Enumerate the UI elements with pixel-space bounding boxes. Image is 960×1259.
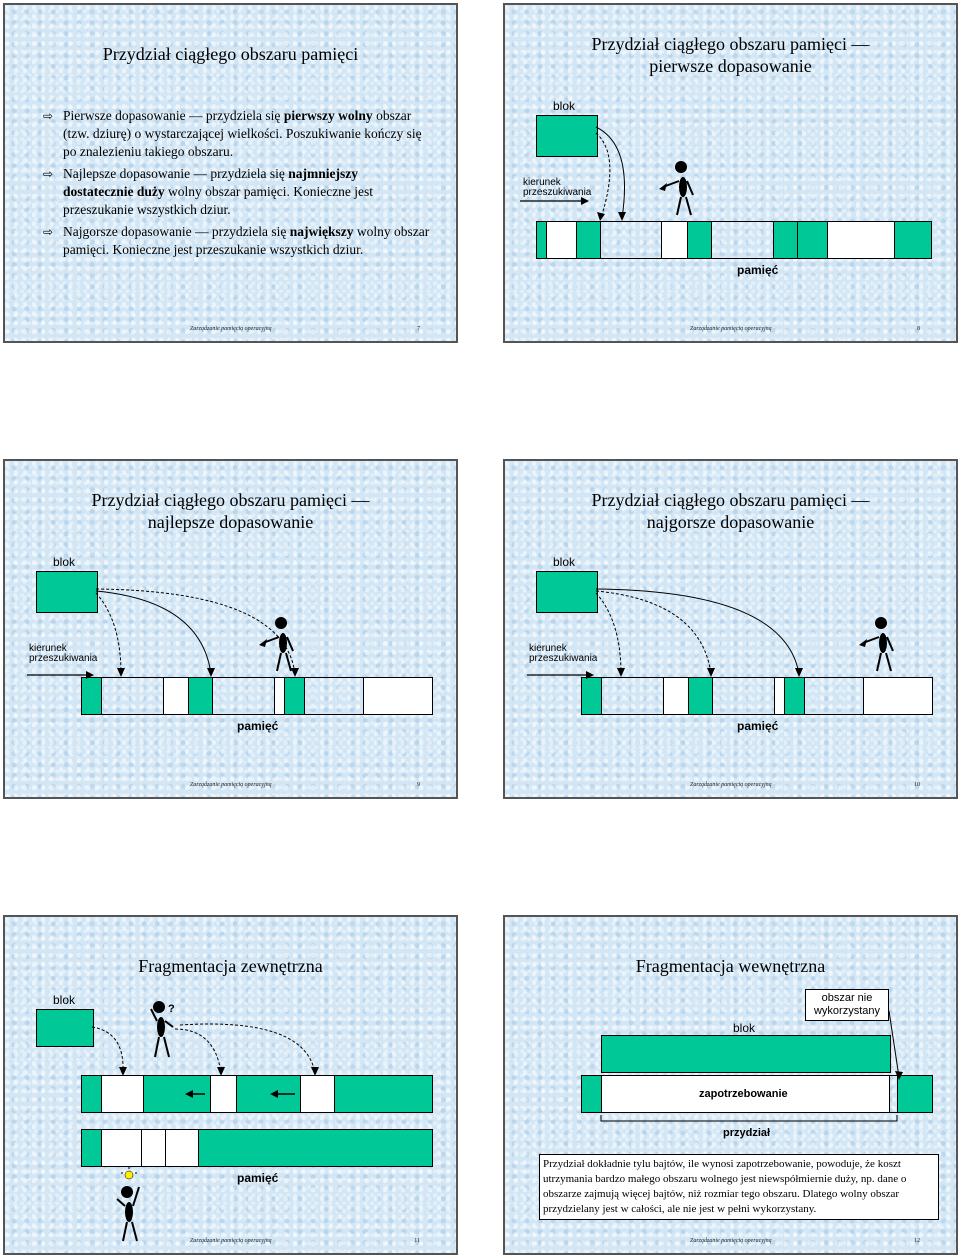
slide-footer: Zarządzanie pamięcią operacyjną [690, 782, 772, 788]
blok-box [536, 115, 598, 157]
arrows-diagram [527, 588, 894, 679]
memory-bar [581, 1075, 933, 1113]
przeszukiwania-label: przeszukiwania [529, 653, 598, 664]
przeszukiwania-label: przeszukiwania [523, 187, 592, 198]
slide-12: Fragmentacja wewnętrzna obszar nie wykor… [503, 915, 958, 1255]
blok-label: blok [553, 555, 576, 569]
bullet-text-part: największy [289, 224, 354, 239]
blok-box [536, 571, 598, 613]
page-number: 11 [414, 1238, 420, 1244]
page-number: 7 [417, 326, 420, 332]
bullet-text-part: wolny obszar pamięci. Konieczne jest prz… [63, 224, 430, 257]
bullet-text-part: Pierwsze dopasowanie — przydziela się [63, 108, 284, 123]
unused-area-label: obszar nie wykorzystany [805, 989, 889, 1021]
bullet-text-part: obszar (tzw. dziurę) o wystarczającej wi… [63, 108, 422, 159]
bullet-item: ⇨ Pierwsze dopasowanie — przydziela się p… [35, 107, 430, 161]
memory-label: pamięć [237, 719, 279, 733]
slide-11: Fragmentacja zewnętrzna blok pamięć [3, 915, 458, 1255]
slide-title-line1: Przydział ciągłego obszaru pamięci — [591, 490, 870, 510]
blok-box [601, 1035, 891, 1073]
slide-title-line2: najgorsze dopasowanie [646, 512, 815, 532]
slide-8: Przydział ciągłego obszaru pamięci — pie… [503, 3, 958, 343]
idea-stick-figure-icon [116, 1167, 140, 1242]
stick-figure-icon [259, 617, 294, 672]
zapotrzebowanie-label: zapotrzebowanie [699, 1088, 788, 1100]
page-number: 9 [417, 782, 420, 788]
question-mark: ? [168, 1003, 175, 1015]
bullet-item: ⇨Najlepsze dopasowanie — przydziela się … [35, 165, 430, 219]
memory-label: pamięć [737, 263, 779, 277]
blok-label: blok [53, 993, 76, 1007]
arrows-diagram [520, 126, 694, 221]
kierunek-label: kierunek [529, 643, 567, 654]
slide-footer: Zarządzanie pamięcią operacyjną [190, 326, 272, 332]
page-number: 8 [917, 326, 920, 332]
kierunek-label: kierunek [523, 177, 561, 188]
memory-bar-after [81, 1129, 433, 1167]
arrows-diagram [27, 588, 299, 679]
memory-bar-before [81, 1075, 433, 1113]
memory-bar [81, 677, 433, 715]
slide-title-line1: Przydział ciągłego obszaru pamięci — [91, 490, 370, 510]
page-number: 10 [914, 782, 920, 788]
slide-footer: Zarządzanie pamięcią operacyjną [690, 1238, 772, 1244]
slide-7: Przydział ciągłego obszaru pamięci ⇨ Pier… [3, 3, 458, 343]
bullet-item: ⇨Najgorsze dopasowanie — przydziela się … [35, 223, 430, 259]
description-text: Przydział dokładnie tylu bajtów, ile wyn… [539, 1154, 939, 1220]
bullet-text-part: Najgorsze dopasowanie — przydziela się [63, 224, 290, 239]
blok-box [36, 571, 98, 613]
blok-label: blok [553, 99, 576, 113]
slide-10: Przydział ciągłego obszaru pamięci — naj… [503, 459, 958, 799]
slide-footer: Zarządzanie pamięcią operacyjną [690, 326, 772, 332]
slide-title-line2: najlepsze dopasowanie [147, 512, 314, 532]
bullet-text-part: wolny obszar pamięci. Konieczne jest prz… [63, 184, 374, 217]
przeszukiwania-label: przeszukiwania [29, 653, 98, 664]
slide-title-line2: pierwsze dopasowanie [649, 56, 812, 76]
slide-footer: Zarządzanie pamięcią operacyjną [190, 782, 272, 788]
memory-label: pamięć [237, 1171, 279, 1185]
przydzial-label: przydział [723, 1127, 771, 1139]
slide-title: Fragmentacja zewnętrzna [138, 956, 323, 976]
bullet-text-part: najmniejszy dostatecznie duży [63, 166, 359, 199]
blok-label: blok [733, 1021, 756, 1035]
hollow-right-arrow-icon: ⇨ [43, 109, 54, 123]
arrows-diagram [91, 1001, 319, 1242]
slide-title: Fragmentacja wewnętrzna [635, 956, 826, 976]
confused-stick-figure-icon [150, 1001, 174, 1058]
blok-label: blok [53, 555, 76, 569]
kierunek-label: kierunek [29, 643, 67, 654]
bullet-text-part: pierwszy wolny [283, 108, 373, 123]
slide-footer: Zarządzanie pamięcią operacyjną [190, 1238, 272, 1244]
memory-label: pamięć [737, 719, 779, 733]
memory-bar [536, 221, 932, 259]
blok-box [36, 1009, 94, 1047]
slide-9: Przydział ciągłego obszaru pamięci — naj… [3, 459, 458, 799]
stick-figure-icon [659, 161, 694, 216]
hollow-right-arrow-icon: ⇨ [43, 225, 54, 239]
hollow-right-arrow-icon: ⇨ [43, 167, 54, 181]
bullet-list: ⇨ Pierwsze dopasowanie — przydziela się p… [35, 107, 430, 263]
slide-title: Przydział ciągłego obszaru pamięci [102, 44, 359, 64]
memory-bar [581, 677, 933, 715]
stick-figure-icon [859, 617, 894, 672]
page-number: 12 [914, 1238, 920, 1244]
slide-title-line1: Przydział ciągłego obszaru pamięci — [591, 34, 870, 54]
bullet-text-part: Najlepsze dopasowanie — przydziela się [63, 166, 289, 181]
bracket-diagram [600, 1010, 903, 1122]
